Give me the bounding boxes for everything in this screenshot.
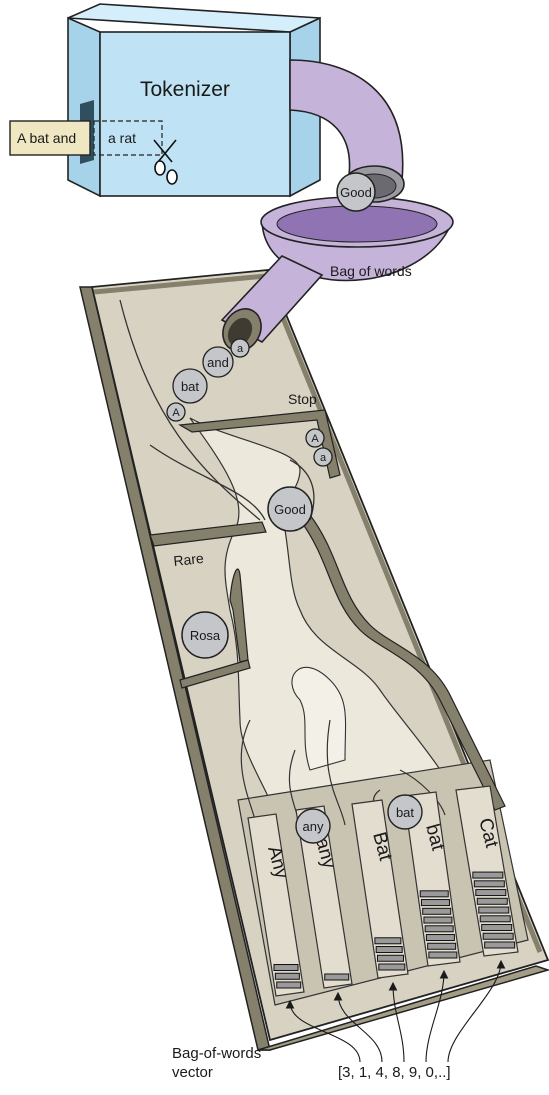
count-bar bbox=[423, 916, 453, 924]
count-bar bbox=[472, 871, 504, 879]
count-bar bbox=[475, 889, 507, 897]
caption-line1: Bag-of-words bbox=[172, 1045, 261, 1062]
count-bar bbox=[419, 890, 449, 898]
vector-arrow-4 bbox=[447, 959, 506, 1063]
vector-arrow-0 bbox=[285, 999, 361, 1063]
vector-arrow-2 bbox=[388, 981, 405, 1063]
vector-arrow-1 bbox=[333, 991, 383, 1063]
good-ball-text: Good bbox=[274, 502, 306, 517]
count-bar bbox=[484, 941, 516, 949]
count-bar bbox=[425, 934, 455, 942]
tokenizer-front bbox=[99, 31, 291, 197]
col-guide-3 bbox=[326, 719, 346, 826]
funnel-ball: Good bbox=[336, 172, 376, 212]
pipe-token-3: A bbox=[172, 407, 180, 419]
good-ball: Good bbox=[267, 486, 313, 532]
count-bar bbox=[273, 964, 299, 972]
count-bar bbox=[478, 906, 510, 914]
count-bar bbox=[482, 932, 514, 940]
paper-strip-inside bbox=[93, 120, 163, 156]
scissors-icon bbox=[153, 139, 178, 185]
count-bar bbox=[427, 942, 457, 950]
pipe-token-1: and bbox=[207, 355, 229, 370]
arrows-layer bbox=[285, 959, 506, 1063]
stop-token-1: a bbox=[320, 452, 327, 464]
bag-of-words-bowl: Bag of words bbox=[260, 196, 454, 282]
count-bar bbox=[378, 963, 406, 971]
outflow-pipe-hole bbox=[227, 317, 253, 347]
tokenizer-box: Tokenizer bbox=[67, 3, 321, 198]
flow-guide-upper bbox=[149, 444, 266, 521]
cut-text: a rat bbox=[108, 130, 136, 146]
count-bar bbox=[476, 897, 508, 905]
count-bar bbox=[422, 907, 452, 915]
stop-label: Stop bbox=[288, 391, 317, 407]
count-bar bbox=[374, 937, 402, 945]
rare-trap: Rare Rosa bbox=[173, 550, 229, 659]
column-slot-1 bbox=[295, 805, 353, 989]
flow-guide-left bbox=[119, 299, 261, 521]
channel-lobe bbox=[291, 666, 347, 771]
count-bar bbox=[481, 924, 513, 932]
rare-ball-text: Rosa bbox=[190, 628, 221, 643]
board-bottom-edge bbox=[257, 965, 549, 1051]
column-ball-any: any bbox=[303, 819, 324, 834]
input-text: A bat and bbox=[17, 130, 76, 146]
funnel-ball-text: Good bbox=[340, 185, 372, 200]
count-bar bbox=[424, 925, 454, 933]
input-paper-strip: A bat and a rat bbox=[9, 120, 163, 156]
pipe-token-2: bat bbox=[181, 379, 199, 394]
stop-trap-wall bbox=[178, 409, 341, 479]
count-bar bbox=[376, 954, 404, 962]
count-bar bbox=[375, 946, 403, 954]
rare-label: Rare bbox=[173, 550, 205, 569]
stop-trap: Stop A a bbox=[288, 391, 333, 467]
rare-trap-wall bbox=[149, 521, 267, 689]
pipe-tokens: a and bat A bbox=[166, 338, 250, 422]
channel-divider bbox=[299, 514, 506, 811]
count-bar bbox=[324, 973, 350, 981]
outflow-pipe bbox=[220, 255, 324, 352]
column-balls: any bat bbox=[295, 794, 423, 844]
column-ball-bat: bat bbox=[396, 805, 414, 820]
column-slot-0 bbox=[247, 813, 305, 997]
vector-text: [3, 1, 4, 8, 9, 0,..] bbox=[338, 1064, 451, 1081]
bowl-label: Bag of words bbox=[330, 263, 412, 279]
pipe-token-0: a bbox=[237, 343, 244, 355]
stop-token-0: A bbox=[311, 433, 319, 445]
vector-arrow-3 bbox=[425, 969, 449, 1063]
paper-strip-outside bbox=[9, 120, 91, 156]
count-bar bbox=[276, 981, 302, 989]
tokenizer-title: Tokenizer bbox=[140, 78, 230, 101]
col-guide-5 bbox=[399, 769, 446, 816]
count-bar bbox=[428, 951, 458, 959]
footer: Bag-of-words vector [3, 1, 4, 8, 9, 0,..… bbox=[172, 1045, 451, 1081]
count-bar bbox=[479, 915, 511, 923]
count-bar bbox=[473, 880, 505, 888]
sorting-board bbox=[79, 269, 549, 1051]
col-guide-1 bbox=[240, 719, 256, 821]
caption-line2: vector bbox=[172, 1064, 213, 1081]
column-slot-2 bbox=[351, 799, 409, 979]
tokenizer-top bbox=[67, 3, 321, 33]
count-bar bbox=[274, 972, 300, 980]
count-bar bbox=[420, 899, 450, 907]
